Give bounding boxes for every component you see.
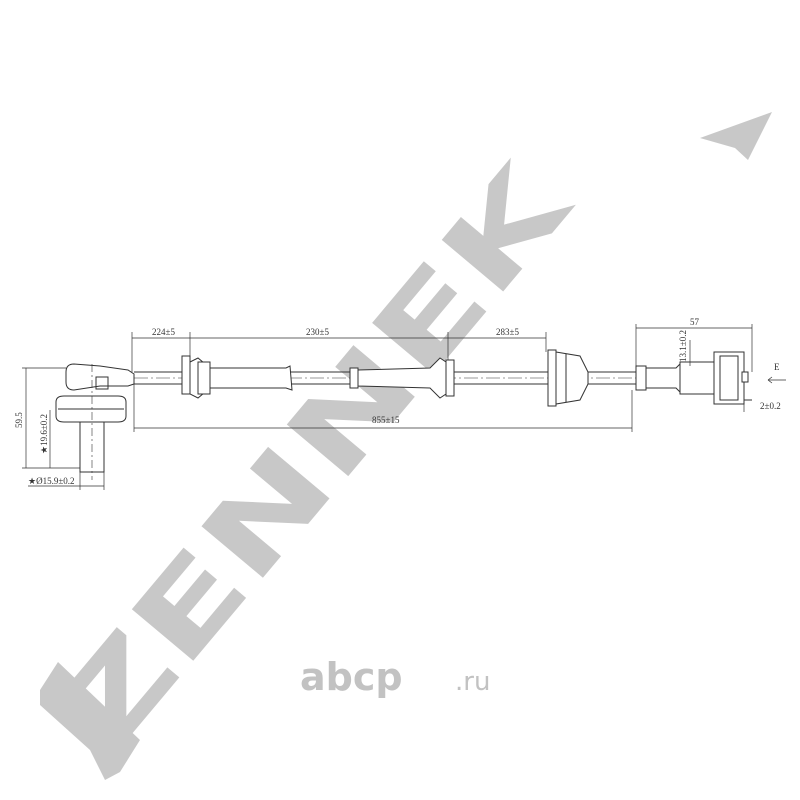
connector [635,351,752,405]
dim-connector-h: 13.1±0.2 [678,330,688,362]
dim-total: 855±15 [372,415,400,425]
sensor-head [55,363,135,480]
dimension-lines [22,324,786,490]
dimension-labels: 224±5 230±5 283±5 855±15 57 13.1±0.2 2±0… [14,317,781,486]
dim-seg2: 230±5 [306,327,329,337]
sensor-cable-drawing [55,349,752,480]
grommet-2 [349,357,455,399]
abcp-logo-name: abcp [300,655,403,699]
zennek-chevron-mark [40,662,140,780]
dim-pin-offset: 2±0.2 [760,401,781,411]
abcp-logo-tld: .ru [455,667,490,697]
view-label-e: E [774,362,780,372]
dim-seg3: 283±5 [496,327,519,337]
abcp-logo: abcp .ru [300,655,490,699]
dim-sensor-dia: ★Ø15.9±0.2 [28,476,75,486]
dim-height: 59.5 [14,412,24,428]
dim-sensor-len: ★19.6±0.2 [39,414,49,454]
grommet-1 [181,355,293,399]
zennek-arrow-mark [700,112,772,160]
dim-connector-len: 57 [690,317,700,327]
dim-seg1: 224±5 [152,327,175,337]
grommet-3 [547,349,589,407]
